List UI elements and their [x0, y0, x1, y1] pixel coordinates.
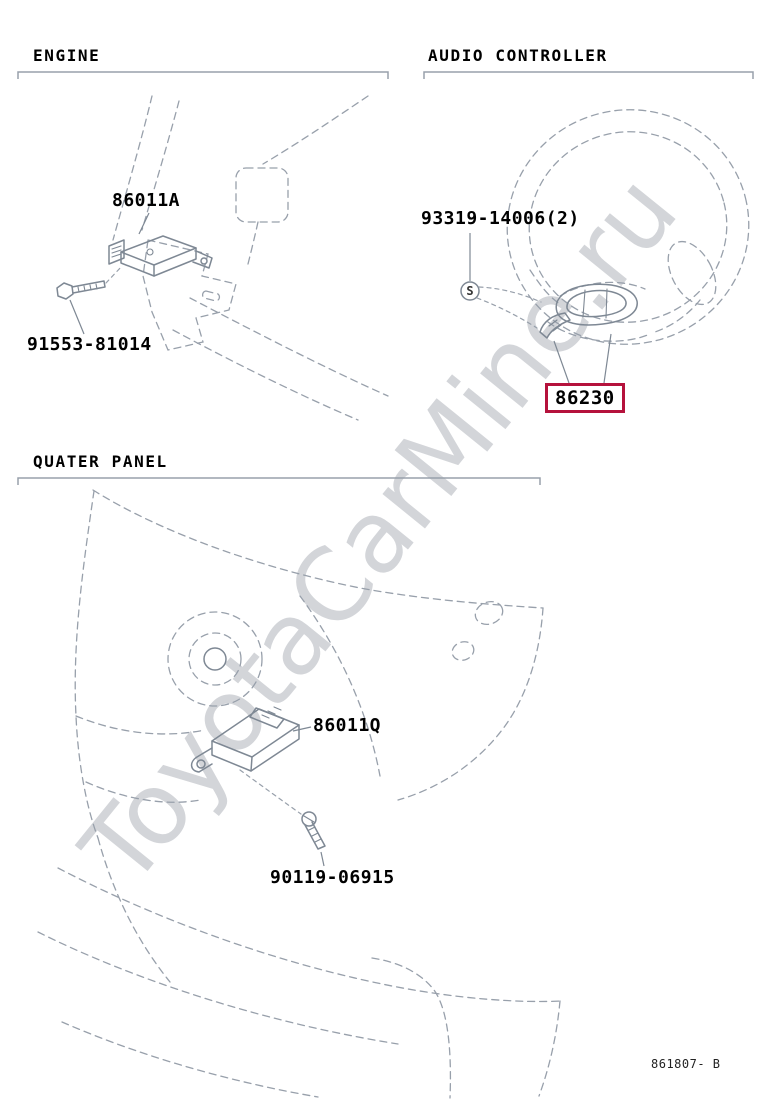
engine-diagram	[56, 95, 389, 421]
quarter-panel-amplifier-part	[190, 706, 300, 773]
screw-symbol-letter: S	[466, 284, 474, 298]
part-label-93319-14006: 93319-14006(2)	[421, 208, 580, 229]
part-label-86011A: 86011A	[112, 190, 181, 211]
quarter-panel-screw-part	[301, 811, 326, 850]
engine-bolt-part	[56, 280, 106, 300]
screw-symbol-circle	[460, 281, 480, 301]
quarter-panel-section-title: QUATER PANEL	[33, 452, 168, 471]
doc-number: 861807- B	[651, 1057, 721, 1071]
audio-switch-part	[539, 283, 638, 339]
part-label-90119-06915: 90119-06915	[270, 867, 395, 888]
audio-controller-diagram	[460, 109, 750, 384]
part-label-86011Q: 86011Q	[313, 715, 382, 736]
part-label-91553-81014: 91553-81014	[27, 334, 152, 355]
section-underlines	[17, 71, 754, 485]
highlighted-part-box: 86230	[545, 383, 625, 413]
quarter-panel-diagram	[37, 489, 563, 1099]
part-label-86230: 86230	[555, 387, 615, 409]
audio-controller-section-title: AUDIO CONTROLLER	[428, 46, 608, 65]
engine-section-title: ENGINE	[33, 46, 101, 65]
engine-amplifier-part	[108, 235, 213, 277]
